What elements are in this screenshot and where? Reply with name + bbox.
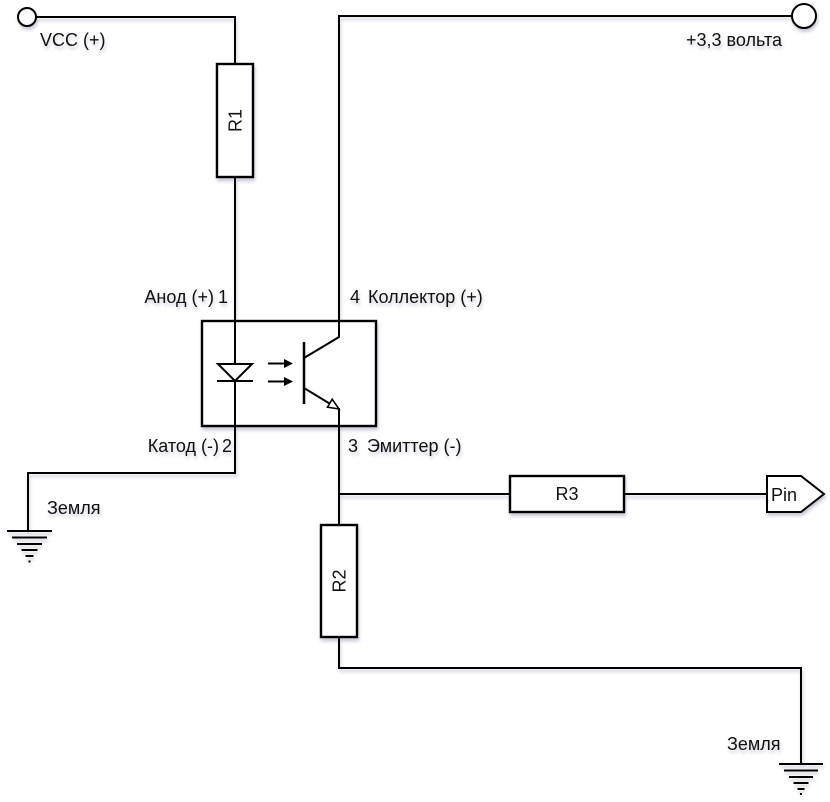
opto-pin2-number: 2	[222, 436, 232, 456]
opto-pin1-number: 1	[218, 287, 228, 307]
resistor-r2: R2	[319, 523, 359, 639]
phototransistor-emitter-arrow	[326, 397, 341, 411]
vcc-terminal-label: VCC (+)	[40, 30, 106, 50]
phototransistor-icon	[302, 342, 341, 411]
vcc-terminal-icon	[17, 7, 37, 27]
wire-cathode-to-ground	[27, 380, 236, 531]
ground-left-icon	[7, 530, 52, 563]
opto-pin4-number: 4	[350, 287, 360, 307]
light-arrows-icon	[268, 359, 293, 386]
light-arrow-top-head	[284, 359, 293, 368]
opto-pin4-label: Коллектор (+)	[368, 287, 483, 307]
wire-vcc-to-anode	[35, 16, 236, 365]
phototransistor-emitter-line	[303, 387, 333, 406]
led-icon	[215, 363, 255, 383]
v33-terminal-icon	[791, 3, 817, 29]
ground-right-label: Земля	[727, 734, 781, 754]
resistor-r1-label: R1	[226, 109, 246, 132]
resistor-r3-body	[508, 474, 626, 514]
pin-out-flag: Pin	[766, 475, 826, 513]
opto-pin1-label: Анод (+)	[144, 287, 214, 307]
opto-pin2-label: Катод (-)	[148, 436, 219, 456]
pin-out-label: Pin	[771, 485, 797, 505]
pin-out-shape	[766, 475, 826, 513]
resistor-r1-body	[215, 62, 255, 179]
ground-right-icon	[779, 763, 823, 795]
resistor-r1: R1	[215, 62, 255, 179]
led-triangle	[215, 363, 255, 383]
v33-terminal-label: +3,3 вольта	[686, 30, 783, 50]
resistor-r2-body	[319, 523, 359, 639]
wire-collector-to-v33	[302, 15, 793, 360]
opto-pin3-number: 3	[348, 436, 358, 456]
ground-left-label: Земля	[47, 498, 101, 518]
opto-pin3-label: Эмиттер (-)	[367, 436, 461, 456]
resistor-r3: R3	[508, 474, 626, 514]
resistor-r3-label: R3	[555, 484, 578, 504]
resistor-r2-label: R2	[330, 569, 350, 592]
light-arrow-bottom-head	[284, 377, 293, 386]
wire-emitter-to-ground	[338, 408, 802, 764]
